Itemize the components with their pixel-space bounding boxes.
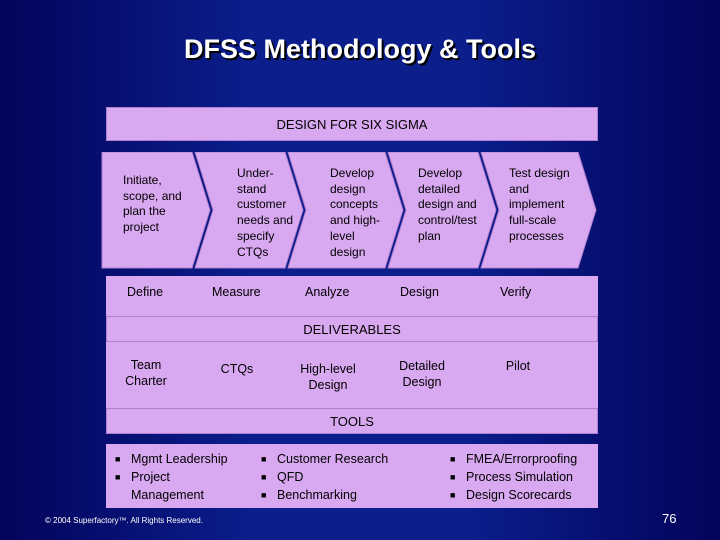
bullet-icon: ■ bbox=[261, 472, 267, 482]
phase-panel bbox=[106, 276, 598, 316]
tool-item: ■ Process Simulation bbox=[450, 468, 590, 486]
design-bar: DESIGN FOR SIX SIGMA bbox=[106, 107, 598, 141]
page-number: 76 bbox=[662, 511, 677, 526]
tool-label: Customer Research bbox=[277, 452, 389, 466]
tool-item: ■ Mgmt Leadership bbox=[115, 450, 245, 468]
phase-define: Define bbox=[127, 285, 164, 299]
bullet-icon: ■ bbox=[450, 454, 456, 464]
tool-item: ■ Customer Research bbox=[261, 450, 411, 468]
tools-panel bbox=[106, 444, 598, 508]
design-bar-label: DESIGN FOR SIX SIGMA bbox=[276, 117, 428, 132]
tool-label: Design Scorecards bbox=[466, 488, 572, 502]
bullet-icon: ■ bbox=[450, 472, 456, 482]
tool-item: ■ FMEA/Errorproofing bbox=[450, 450, 590, 468]
deliverable-team-charter: Team Charter bbox=[125, 358, 167, 388]
tools-column-1: ■ Mgmt Leadership ■ Project Management bbox=[115, 450, 245, 504]
tools-column-3: ■FMEA/Errorproofing ■Process Simulation … bbox=[450, 450, 590, 504]
tool-label: Project Management bbox=[131, 470, 204, 502]
process-chevrons bbox=[101, 152, 597, 269]
bullet-icon: ■ bbox=[115, 454, 121, 464]
step-4-text: Develop detailed design and control/test… bbox=[418, 166, 477, 243]
bullet-icon: ■ bbox=[115, 472, 121, 482]
tool-item: ■ QFD bbox=[261, 468, 411, 486]
phase-measure: Measure bbox=[212, 285, 261, 299]
deliverables-bar: DELIVERABLES bbox=[106, 316, 598, 342]
tools-bar-label: TOOLS bbox=[330, 414, 374, 429]
bullet-icon: ■ bbox=[261, 454, 267, 464]
tool-label: QFD bbox=[277, 470, 304, 484]
copyright-footer: © 2004 Superfactory™. All Rights Reserve… bbox=[45, 516, 203, 525]
tool-label: Benchmarking bbox=[277, 488, 357, 502]
phase-analyze: Analyze bbox=[305, 285, 350, 299]
step-1-text: Initiate, scope, and plan the project bbox=[123, 173, 182, 235]
step-2-text: Under-stand customer needs and specify C… bbox=[237, 166, 294, 259]
tool-label: FMEA/Errorproofing bbox=[466, 452, 578, 466]
chevron-step-4 bbox=[387, 152, 497, 269]
deliverable-detailed-design: Detailed Design bbox=[399, 359, 445, 389]
deliverables-panel bbox=[106, 342, 598, 408]
deliverable-pilot: Pilot bbox=[505, 359, 531, 373]
phase-verify: Verify bbox=[500, 285, 532, 299]
deliverables-bar-label: DELIVERABLES bbox=[303, 322, 401, 337]
bullet-icon: ■ bbox=[261, 490, 267, 500]
slide-title: DFSS Methodology & Tools bbox=[184, 34, 536, 64]
phase-design: Design bbox=[400, 285, 439, 299]
deliverable-ctqs: CTQs bbox=[220, 362, 254, 376]
bullet-icon: ■ bbox=[450, 490, 456, 500]
tools-column-2: ■ Customer Research ■ QFD ■ Benchmarking bbox=[261, 450, 411, 504]
chevron-step-2 bbox=[194, 152, 304, 269]
tool-label: Mgmt Leadership bbox=[131, 452, 228, 466]
tool-item: ■ Project Management bbox=[115, 468, 245, 504]
tool-item: ■ Design Scorecards bbox=[450, 486, 590, 504]
tool-label: Process Simulation bbox=[466, 470, 573, 484]
tools-bar: TOOLS bbox=[106, 408, 598, 434]
step-3-text: Develop design concepts and high-level d… bbox=[330, 166, 381, 259]
chevron-step-1 bbox=[101, 152, 211, 269]
chevron-step-3 bbox=[287, 152, 404, 269]
deliverable-high-level-design: High-level Design bbox=[300, 362, 356, 392]
chevron-step-5 bbox=[480, 152, 597, 269]
step-5-text: Test design and implement full-scale pro… bbox=[509, 166, 570, 243]
tool-item: ■ Benchmarking bbox=[261, 486, 411, 504]
